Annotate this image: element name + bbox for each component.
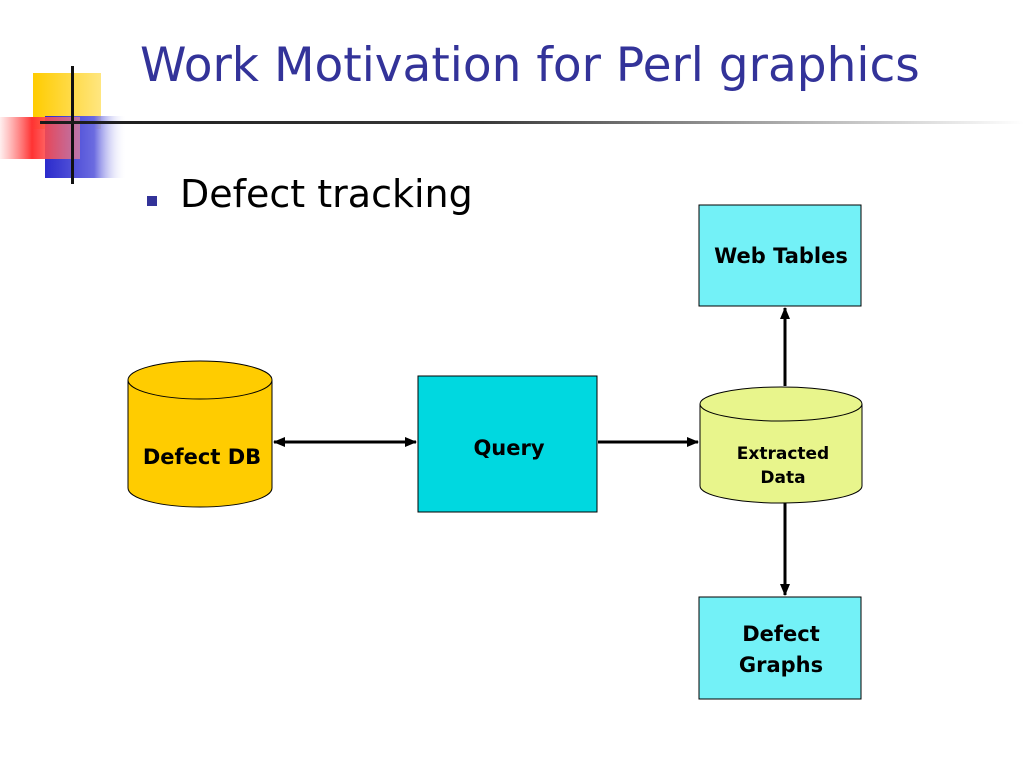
title-underline: [40, 121, 1024, 124]
slide-corner-logo: [0, 66, 127, 184]
logo-vertical-line: [71, 66, 74, 184]
defect-db-cylinder: [127, 360, 273, 508]
defect-graphs-box: [698, 596, 862, 700]
web-tables-box: [698, 204, 862, 307]
bullet-item: Defect tracking: [180, 172, 473, 216]
slide-title: Work Motivation for Perl graphics: [140, 38, 920, 93]
bullet-marker: [147, 196, 157, 206]
query-box: [417, 375, 598, 513]
extracted-data-cylinder: [699, 386, 863, 504]
